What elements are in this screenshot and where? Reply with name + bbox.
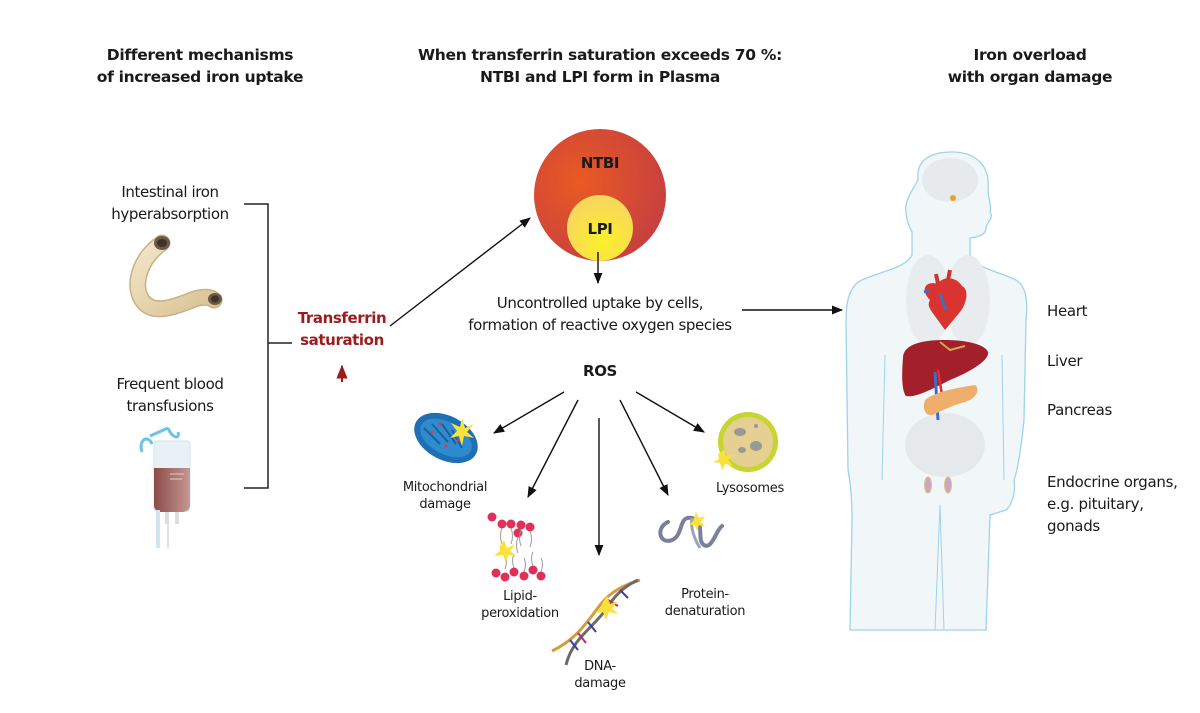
heading-left: Different mechanisms of increased iron u… bbox=[0, 44, 400, 88]
ros-arrows bbox=[493, 391, 705, 557]
cause-label-line: Intestinal iron bbox=[121, 183, 219, 201]
heading-right-line-2: with organ damage bbox=[947, 68, 1113, 86]
heading-left-line-2: of increased iron uptake bbox=[96, 68, 304, 86]
organ-label-line: gonads bbox=[1047, 517, 1100, 535]
cause-label-line: transfusions bbox=[126, 397, 214, 415]
organ-label-pancreas: Pancreas bbox=[1047, 401, 1112, 419]
uptake-label-line: Uncontrolled uptake by cells, bbox=[496, 294, 704, 312]
heading-right: Iron overload with organ damage bbox=[880, 44, 1180, 88]
transferrin-saturation-label: Transferrin saturation bbox=[282, 307, 402, 351]
organ-label-endocrine: Endocrine organs, e.g. pituitary, gonads bbox=[1047, 471, 1178, 537]
ros-label: ROS bbox=[583, 362, 617, 380]
dna-icon bbox=[551, 578, 641, 666]
effect-label-lipid: Lipid- peroxidation bbox=[460, 588, 580, 622]
uptake-label-line: formation of reactive oxygen species bbox=[468, 316, 732, 334]
effect-label-protein: Protein- denaturation bbox=[645, 586, 765, 620]
cause-bracket bbox=[244, 203, 292, 489]
effect-label-line: peroxidation bbox=[481, 606, 559, 621]
cause-label-transfusions: Frequent blood transfusions bbox=[80, 373, 260, 417]
effect-label-line: denaturation bbox=[664, 604, 746, 619]
lysosome-icon bbox=[713, 412, 778, 472]
organ-label-line: Endocrine organs, bbox=[1047, 473, 1178, 491]
effect-label-line: damage bbox=[574, 676, 626, 691]
effect-label-line: damage bbox=[419, 497, 471, 512]
effect-label-lysosomes: Lysosomes bbox=[700, 480, 800, 497]
blood-bag-icon bbox=[139, 426, 191, 548]
organ-label-liver: Liver bbox=[1047, 352, 1083, 370]
effect-label-line: Protein- bbox=[681, 587, 729, 602]
lipid-membrane-icon bbox=[487, 512, 546, 582]
human-body-illustration bbox=[845, 151, 1028, 631]
organ-label-heart: Heart bbox=[1047, 302, 1088, 320]
lpi-circle bbox=[567, 195, 633, 261]
heading-center-line-2: NTBI and LPI form in Plasma bbox=[479, 68, 721, 86]
arrow-to-ntbi bbox=[389, 217, 531, 327]
effect-label-dna: DNA- damage bbox=[545, 658, 655, 692]
effect-label-line: Mitochondrial bbox=[402, 480, 488, 495]
ntbi-lpi-circles bbox=[534, 129, 666, 261]
heading-center: When transferrin saturation exceeds 70 %… bbox=[380, 44, 820, 88]
uptake-label: Uncontrolled uptake by cells, formation … bbox=[440, 292, 760, 336]
ntbi-label: NTBI bbox=[580, 154, 620, 172]
effect-label-line: Lysosomes bbox=[716, 481, 784, 496]
mitochondrion-icon bbox=[414, 412, 478, 464]
cause-label-intestinal: Intestinal iron hyperabsorption bbox=[80, 181, 260, 225]
cause-label-line: Frequent blood bbox=[116, 375, 224, 393]
transferrin-label-line: Transferrin bbox=[297, 309, 387, 327]
heading-left-line-1: Different mechanisms bbox=[106, 46, 294, 64]
transferrin-label-line: saturation bbox=[300, 331, 384, 349]
organ-label-line: e.g. pituitary, bbox=[1047, 495, 1144, 513]
heading-center-line-1: When transferrin saturation exceeds 70 %… bbox=[417, 46, 782, 64]
intestine-icon bbox=[129, 234, 223, 318]
cause-label-line: hyperabsorption bbox=[111, 205, 229, 223]
protein-icon bbox=[658, 512, 724, 549]
effect-label-line: DNA- bbox=[584, 659, 616, 674]
lpi-label: LPI bbox=[587, 220, 613, 238]
heading-right-line-1: Iron overload bbox=[973, 46, 1087, 64]
effect-label-line: Lipid- bbox=[503, 589, 537, 604]
effect-label-mitochondrial: Mitochondrial damage bbox=[380, 479, 510, 513]
